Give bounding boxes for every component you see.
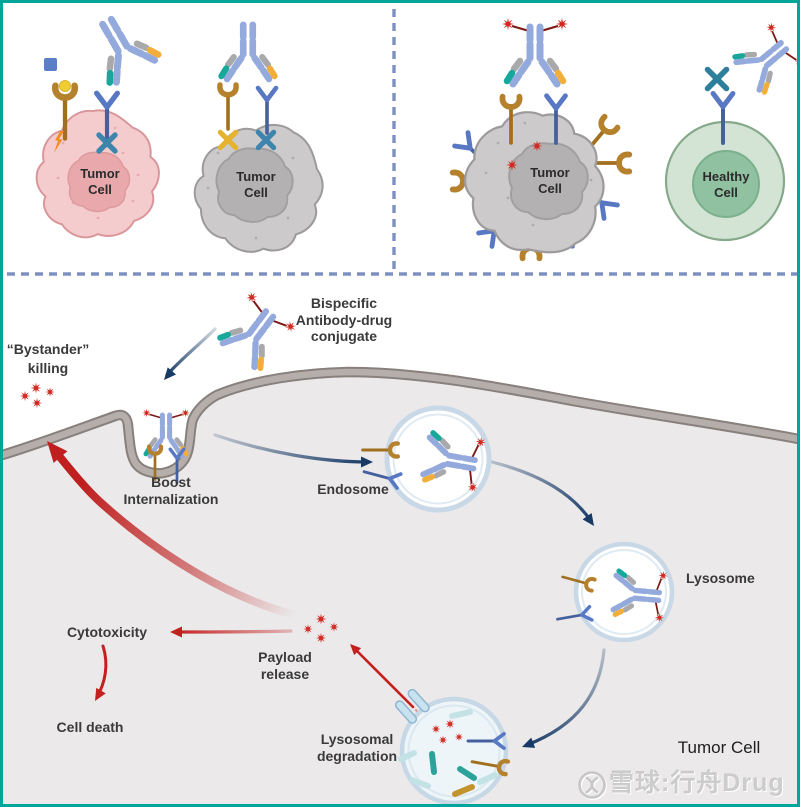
boost-line2: Internalization (123, 490, 219, 507)
payload-release-label: Payload release (258, 649, 312, 682)
degraded-fragments (398, 709, 498, 797)
diagram-graphics (3, 3, 800, 804)
xueqiu-circle-logo (578, 771, 607, 800)
tumor-cell-1-label: Tumor Cell (80, 166, 119, 197)
lysosome-vesicle (554, 541, 675, 643)
payload-line2: release (260, 665, 310, 682)
ligand-ball-icon (59, 80, 71, 92)
lyso-deg-line2: degradation (316, 747, 398, 764)
healthy-cell-label: Healthy Cell (703, 169, 750, 200)
cell-death-label: Cell death (56, 719, 124, 735)
bispecific-line3: conjugate (310, 328, 378, 344)
bispecific-line2: Antibody-drug (295, 311, 393, 328)
healthy-nucleus (692, 150, 760, 218)
watermark: 雪球:行舟Drug (609, 769, 785, 797)
tumor-cell-3-line1: Tumor (530, 165, 570, 180)
bispecific-adc-label: Bispecific Antibody-drug conjugate (296, 295, 392, 345)
panel-dividers (7, 9, 797, 276)
bispecific-line1: Bispecific (310, 295, 378, 311)
bystander-line1: “Bystander” (6, 341, 90, 357)
panel-selectivity (439, 18, 800, 282)
tumor-cell-2-label: Tumor Cell (236, 169, 275, 200)
boost-internalization-label: Boost Internalization (124, 474, 219, 507)
bound-antibody (221, 25, 274, 79)
cell-speckles (56, 126, 140, 220)
tumor-cell-3-line2: Cell (538, 180, 562, 196)
membrane-channel-icon (394, 688, 430, 724)
lysosomal-degradation-vesicle (394, 688, 508, 804)
bystander-killing-label: “Bystander” killing (7, 340, 89, 378)
tumor-cell-2-line2: Cell (244, 184, 268, 200)
cell-membrane-inner (3, 368, 797, 477)
cytotoxicity-label: Cytotoxicity (66, 624, 148, 640)
bound-adc (502, 18, 568, 84)
payload-line1: Payload (258, 649, 312, 665)
bystander-payload-stars (19, 382, 55, 409)
tumor-cell-cytoplasm (3, 372, 797, 804)
antigen-square-icon (44, 58, 57, 71)
endosome-label: Endosome (317, 481, 389, 497)
unbound-adc (730, 21, 800, 97)
free-adc (215, 290, 298, 373)
lyso-deg-line1: Lysosomal (320, 731, 394, 747)
healthy-cell-line1: Healthy (702, 169, 750, 184)
pathway-arrows (159, 327, 606, 753)
healthy-cell-line2: Cell (714, 184, 738, 200)
lysosome-label: Lysosome (686, 570, 755, 586)
tumor-cell-2-line1: Tumor (236, 169, 276, 184)
tumor-cell-1-line2: Cell (88, 181, 112, 197)
tumor-cell-big-label: Tumor Cell (677, 738, 761, 757)
free-antibody (83, 8, 160, 85)
tumor-cell-3-label: Tumor Cell (530, 165, 569, 196)
boost-line1: Boost (151, 474, 191, 490)
tumor-cell-1-line1: Tumor (80, 166, 120, 181)
panel-tumor-targeting (35, 8, 351, 279)
mechanism-panel (3, 290, 797, 804)
endosome-vesicle (360, 405, 492, 513)
lysosomal-degradation-label: Lysosomal degradation (317, 731, 397, 764)
bystander-line2: killing (27, 360, 69, 376)
